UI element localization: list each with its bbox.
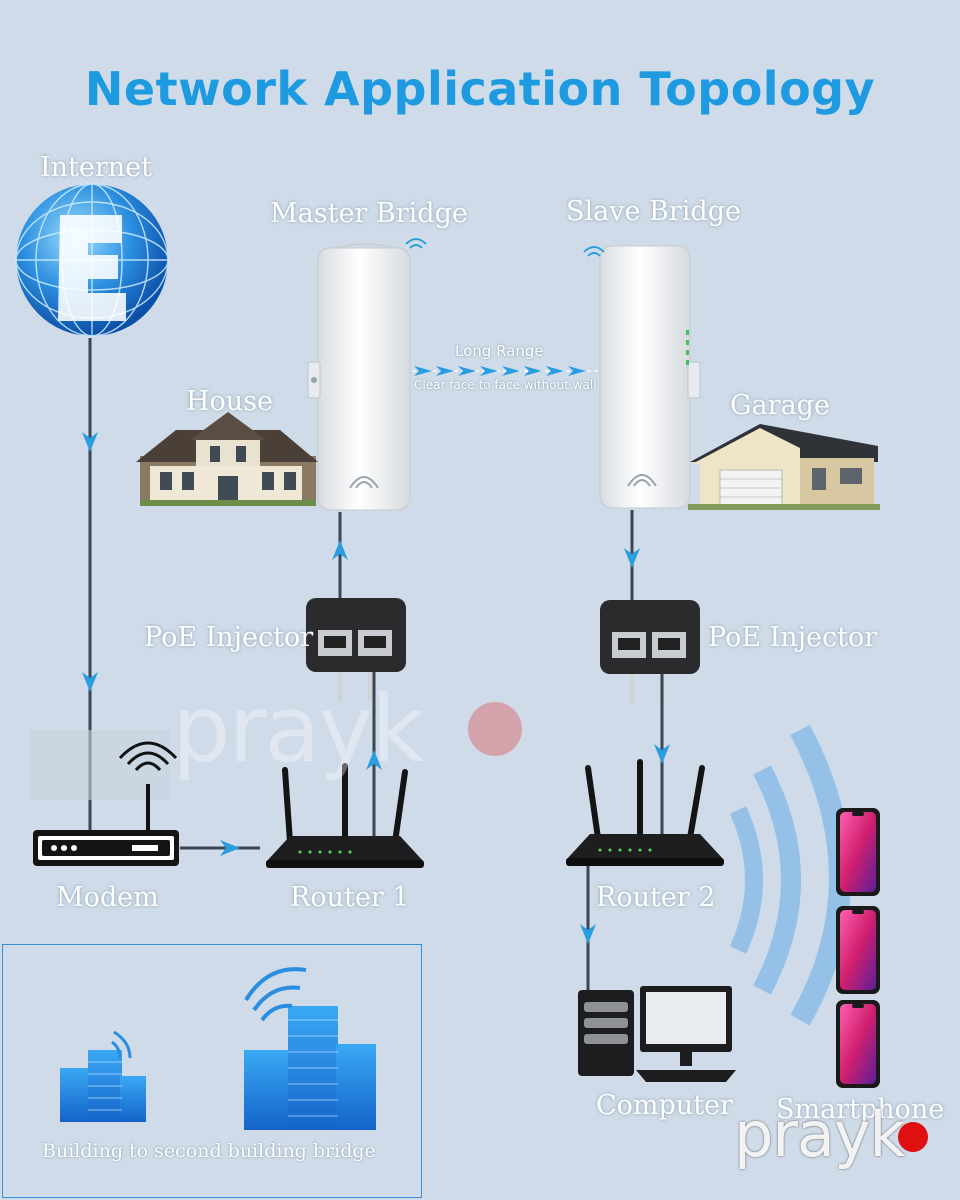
arrow-down-icon [82,432,98,452]
arrow-up-icon [366,750,382,770]
garage-label: Garage [730,390,830,421]
arrow-up-icon [332,540,348,560]
wifi-signal-icon [118,741,178,772]
computer-label: Computer [596,1090,733,1121]
arrow-down-icon [580,924,596,944]
poe-injector-device [306,598,406,702]
garage-image [688,424,880,510]
router-2-label: Router 2 [596,882,716,913]
building-bridge-panel [2,944,422,1198]
wifi-signal-icon [405,238,427,249]
modem-label: Modem [56,882,159,913]
computer-device [578,986,736,1082]
arrow-right-icon [220,840,240,856]
smartphone-icons [836,808,880,1088]
master-bridge-label: Master Bridge [270,198,468,229]
long-range-sublabel: Clear face to face without wall [414,378,597,392]
long-range-label: Long Range [455,342,544,360]
building-large-icon [244,967,376,1130]
poe-injector-device [600,600,700,704]
modem-device [30,730,179,866]
arrow-down-icon [82,672,98,692]
wifi-waves-icon [729,724,851,1026]
poe-injector-left-label: PoE Injector [144,622,314,653]
arrow-down-icon [654,744,670,764]
watermark-text-center: prayk [172,676,424,783]
watermark-text-corner: prayk [734,1098,905,1171]
slave-bridge-label: Slave Bridge [566,196,741,227]
arrow-down-icon [624,548,640,568]
slave-bridge-device [583,245,701,509]
internet-label: Internet [40,152,153,183]
globe-icon [15,183,169,337]
router-1-device [266,763,424,868]
master-bridge-device [307,238,427,511]
panel-caption: Building to second building bridge [42,1140,376,1162]
house-label: House [186,386,274,417]
house-image [136,412,318,506]
wifi-signal-icon [583,246,605,257]
poe-injector-right-label: PoE Injector [708,622,878,653]
building-small-icon [60,1030,146,1122]
long-range-link [412,366,598,376]
watermark-dot [898,1122,928,1152]
watermark-dot [468,702,522,756]
smartphone-label: Smartphone [776,1094,945,1125]
router-2-device [566,759,724,866]
page-title: Network Application Topology [84,62,876,116]
router-1-label: Router 1 [290,882,410,913]
